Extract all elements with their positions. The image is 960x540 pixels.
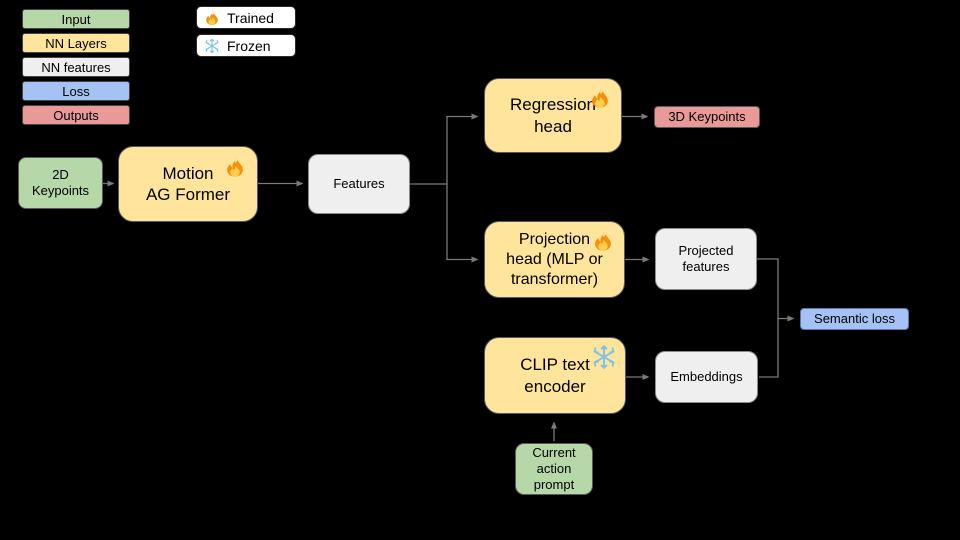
legend-item-input: Input [22, 9, 130, 29]
node-projection-head: Projection head (MLP or transformer) [484, 221, 625, 298]
node-semantic-loss: Semantic loss [800, 308, 909, 330]
node-motion-ag-former: Motion AG Former [118, 146, 258, 222]
legend-badge-frozen: Frozen [196, 34, 296, 57]
legend-badge-label: Frozen [227, 37, 271, 54]
node-clip-text-encoder: CLIP text encoder [484, 337, 626, 414]
legend-badge-label: Trained [227, 9, 274, 26]
node-label: Projection head (MLP or transformer) [506, 230, 603, 288]
node-label: Regression head [510, 95, 596, 136]
node-current-action-prompt: Current action prompt [515, 443, 593, 495]
node-embeddings: Embeddings [655, 351, 758, 403]
edge-branch-regression [446, 113, 479, 184]
node-3d-keypoints: 3D Keypoints [654, 106, 760, 128]
fire-icon [595, 231, 611, 251]
snowflake-icon [205, 38, 219, 53]
node-label: Motion AG Former [145, 163, 231, 204]
node-2d-keypoints: 2D Keypoints [18, 157, 103, 209]
legend-item-nn-layers: NN Layers [22, 33, 130, 53]
snowflake-icon [593, 345, 615, 369]
node-regression-head: Regression head [484, 78, 622, 153]
node-label: CLIP text encoder [520, 355, 590, 396]
legend-badge-trained: Trained [196, 6, 296, 29]
node-features: Features [308, 154, 410, 214]
fire-icon [592, 88, 608, 108]
edge-branch-projection [446, 184, 479, 263]
legend-item-loss: Loss [22, 81, 130, 101]
legend-item-outputs: Outputs [22, 105, 130, 125]
edge-merge-rail [757, 258, 779, 378]
node-projected-features: Projected features [655, 228, 757, 290]
legend-item-nn-features: NN features [22, 57, 130, 77]
fire-icon [227, 157, 243, 177]
fire-icon [206, 10, 218, 25]
